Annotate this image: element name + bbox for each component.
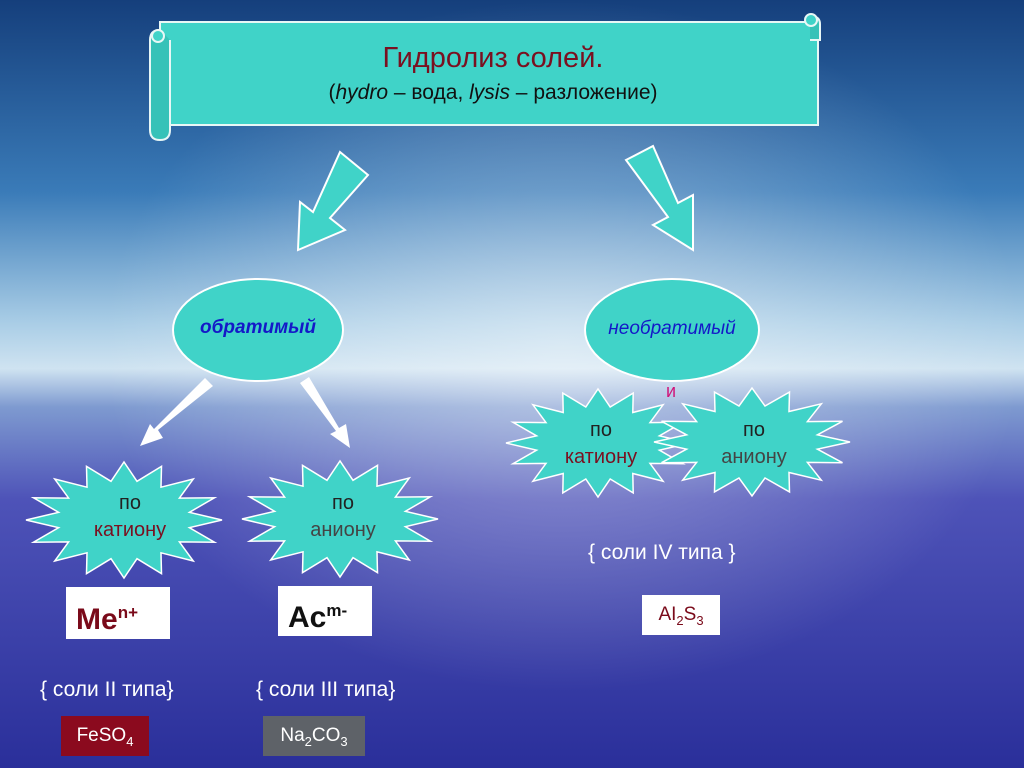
label-irreversible: необратимый [608,318,736,339]
formula-al2s3-b: S [683,604,697,625]
connector-and: и [666,381,677,401]
scroll-banner [149,13,821,142]
formula-al2s3-sub2: 3 [696,612,704,628]
star-left-cation-line1: по [119,492,141,514]
formula-feso4: FeSO4 [61,716,149,756]
ion-acid-charge: m- [326,601,348,620]
ion-acid-box: Acm- [278,586,372,636]
subtitle-end: – разложение) [509,81,658,104]
formula-al2s3-a: AI [658,604,677,625]
formula-al2s3-sub1: 2 [676,612,684,628]
formula-al2s3: AI2S3 [642,595,720,635]
type4-label: { соли IV типа } [588,541,736,564]
ellipse-irreversible [584,278,760,382]
term-hydro: hydro [335,81,389,104]
ion-metal: Me [76,603,118,636]
star-left-anion-line1: по [332,492,354,514]
white-arrow-right [300,377,350,448]
starburst-right-anion [653,386,851,498]
ion-acid: Ac [288,601,327,634]
formula-na2co3-b: CO [311,725,341,746]
star-left-cation: по катиону [70,490,190,544]
starburst-right-cation [505,387,691,499]
star-left-anion: по аниону [283,490,403,544]
star-right-anion-line1: по [743,419,765,441]
starburst-left-cation [25,460,223,580]
arrow-right-down [624,144,694,252]
star-right-cation: по катиону [541,417,661,471]
arrow-left-down [296,150,370,252]
star-right-anion: по аниону [694,417,814,471]
subtitle-open: ( [328,81,336,104]
ellipse-reversible [172,278,344,382]
ion-metal-box: Men+ [66,587,170,639]
formula-feso4-sub: 4 [126,733,134,749]
formula-na2co3-a: Na [280,725,305,746]
term-lysis: lysis [469,81,510,104]
formula-na2co3-sub1: 2 [304,733,312,749]
starburst-left-anion [241,459,439,579]
title-block: Гидролиз солей. (hydro – вода, lysis – р… [168,42,818,105]
type3-label: { соли III типа} [256,678,396,701]
formula-na2co3: Na2CO3 [263,716,365,756]
star-left-cation-line2: катиону [93,519,167,541]
page-title: Гидролиз солей [382,42,596,74]
formula-na2co3-sub2: 3 [340,733,348,749]
white-arrow-left [140,378,213,446]
formula-feso4-main: FeSO [76,725,127,746]
subtitle-mid: – вода, [388,81,470,104]
star-right-cation-line1: по [590,419,612,441]
star-right-anion-line2: аниону [721,446,787,468]
type2-label: { соли II типа} [40,678,174,701]
subtitle: (hydro – вода, lysis – разложение) [168,81,818,105]
label-reversible: обратимый [200,317,316,338]
star-left-anion-line2: аниону [310,519,376,541]
ion-metal-charge: n+ [117,603,138,622]
star-right-cation-line2: катиону [564,446,638,468]
title-dot: . [595,42,604,74]
